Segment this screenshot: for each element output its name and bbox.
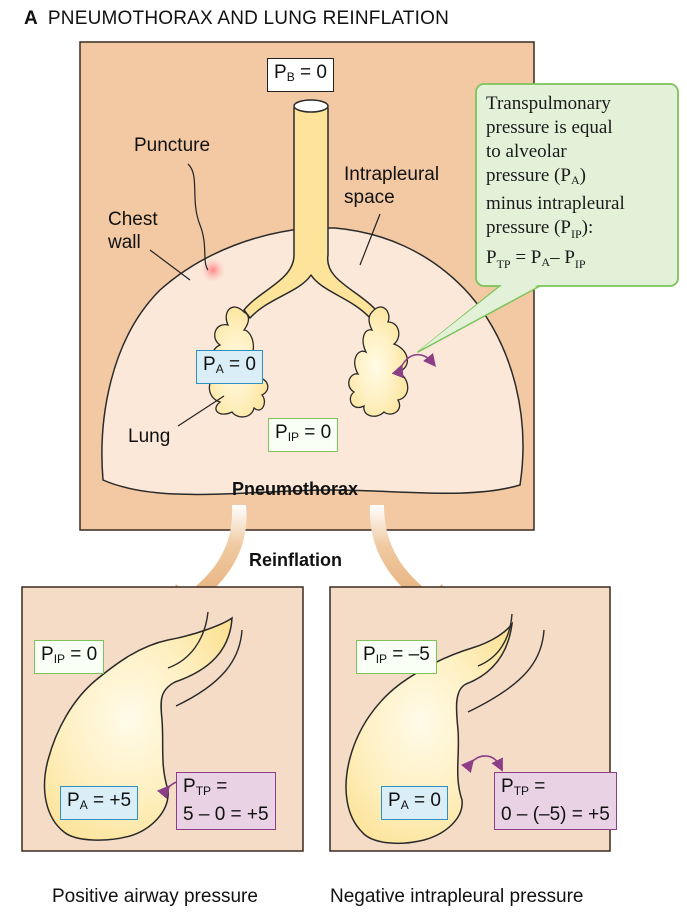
airway-right-outer [467,629,545,713]
pb-label: PB = 0 [267,58,334,92]
pneumothorax-label: Pneumothorax [232,479,359,499]
ptp-label-left: PTP = 5 – 0 = +5 [176,772,276,830]
transpulmonary-arrow-right [460,755,503,774]
lung-label: Lung [128,426,171,447]
trachea-opening [293,99,329,113]
trachea [243,107,377,319]
figure-title: A PNEUMOTHORAX AND LUNG REINFLATION [24,8,449,30]
pip-label-right: PIP = –5 [356,640,437,674]
pa-label-top: PA = 0 [196,350,263,384]
intrapleural-space-label: Intrapleural space [344,164,440,208]
callout-pointer [417,285,541,353]
chest-wall-leader [149,249,191,281]
puncture-label: Puncture [134,135,211,156]
lung-leader [177,395,225,427]
pa-label-right: PA = 0 [381,786,448,820]
puncture-leader [187,163,209,271]
airway-left-outer [175,629,243,707]
ptp-label-right: PTP = 0 – (–5) = +5 [494,772,617,830]
puncture-mark [201,258,225,282]
inflated-lung-left [43,616,233,841]
transpulmonary-arrow-top [391,353,437,379]
callout-pointer-cover [420,285,538,350]
caption-negative-intrapleural: Negative intrapleural pressure [330,886,584,907]
pa-label-left: PA = +5 [60,786,139,820]
reinflation-label: Reinflation [249,550,342,570]
pip-label-top: PIP = 0 [268,418,339,452]
collapsed-lung-right [348,306,409,417]
airway-left [167,611,209,669]
panel-letter: A [24,8,38,29]
intrapleural-leader [359,213,381,266]
title-text: PNEUMOTHORAX AND LUNG REINFLATION [47,8,449,29]
airway-right [477,613,513,667]
chest-wall-label: Chest wall [108,209,158,253]
callout-box [475,83,679,287]
pleural-cavity [101,227,524,496]
pip-label-left: PIP = 0 [34,640,105,674]
caption-positive-airway: Positive airway pressure [52,886,258,907]
transpulmonary-callout: Transpulmonary pressure is equal to alve… [486,93,625,271]
